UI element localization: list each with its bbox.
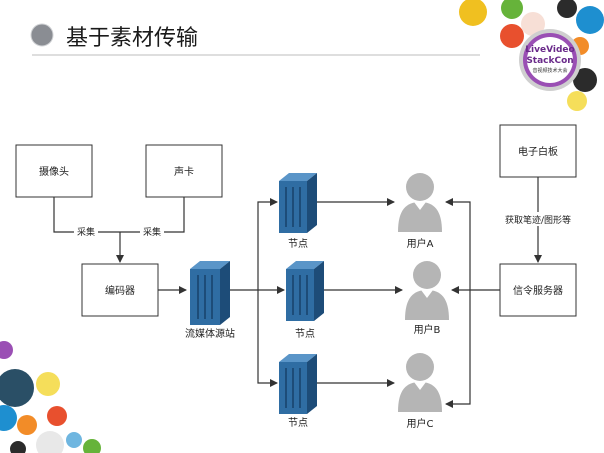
svg-text:声卡: 声卡 [174, 165, 194, 178]
capture2-label-bg [140, 225, 164, 238]
node-a-label: 节点 [288, 238, 308, 250]
server-rack-icon [279, 354, 317, 414]
signal-to-users-arrows [445, 198, 500, 408]
svg-text:编码器: 编码器 [105, 284, 135, 297]
title-bullet-icon [30, 23, 54, 47]
user-c-label: 用户C [407, 417, 434, 430]
user-a-label: 用户A [407, 237, 434, 250]
nodes-to-users-arrows [317, 198, 403, 387]
svg-text:LiveVideo: LiveVideo [525, 45, 574, 55]
source-to-nodes-arrows [230, 198, 285, 387]
capture1-label-bg [74, 225, 98, 238]
user-silhouette-icon [398, 173, 442, 232]
streaming-source-label: 流媒体源站 [185, 327, 235, 340]
user-silhouette-icon [398, 353, 442, 412]
camera-box: 摄像头 [15, 144, 93, 198]
svg-text:信令服务器: 信令服务器 [513, 284, 563, 297]
svg-text:StackCon: StackCon [526, 56, 573, 66]
decorative-circles-bottom [0, 341, 101, 453]
svg-text:摄像头: 摄像头 [39, 165, 69, 178]
decorative-circles-top [459, 0, 604, 111]
whiteboard-box: 电子白板 [499, 124, 577, 178]
node-b-label: 节点 [295, 328, 315, 340]
server-rack-icon [279, 173, 317, 233]
user-silhouette-icon [405, 261, 449, 320]
capture2-label: 采集 [143, 226, 161, 238]
capture1-label: 采集 [77, 226, 95, 238]
soundcard-box: 声卡 [145, 144, 223, 198]
livevideo-stackcon-logo: LiveVideo StackCon 音视频技术大会 [525, 45, 574, 74]
server-rack-icon [190, 261, 230, 325]
signal-server-box: 信令服务器 [499, 263, 577, 317]
get-strokes-label: 获取笔迹/图形等 [505, 214, 571, 226]
svg-text:音视频技术大会: 音视频技术大会 [532, 67, 567, 74]
user-b-label: 用户B [414, 323, 441, 336]
svg-text:电子白板: 电子白板 [518, 145, 558, 158]
encoder-box: 编码器 [81, 263, 159, 317]
server-rack-icon [286, 261, 324, 321]
node-c-label: 节点 [288, 417, 308, 429]
page-title: 基于素材传输 [66, 26, 198, 51]
get-strokes-label-bg [492, 212, 584, 226]
capture-connectors [53, 197, 185, 263]
